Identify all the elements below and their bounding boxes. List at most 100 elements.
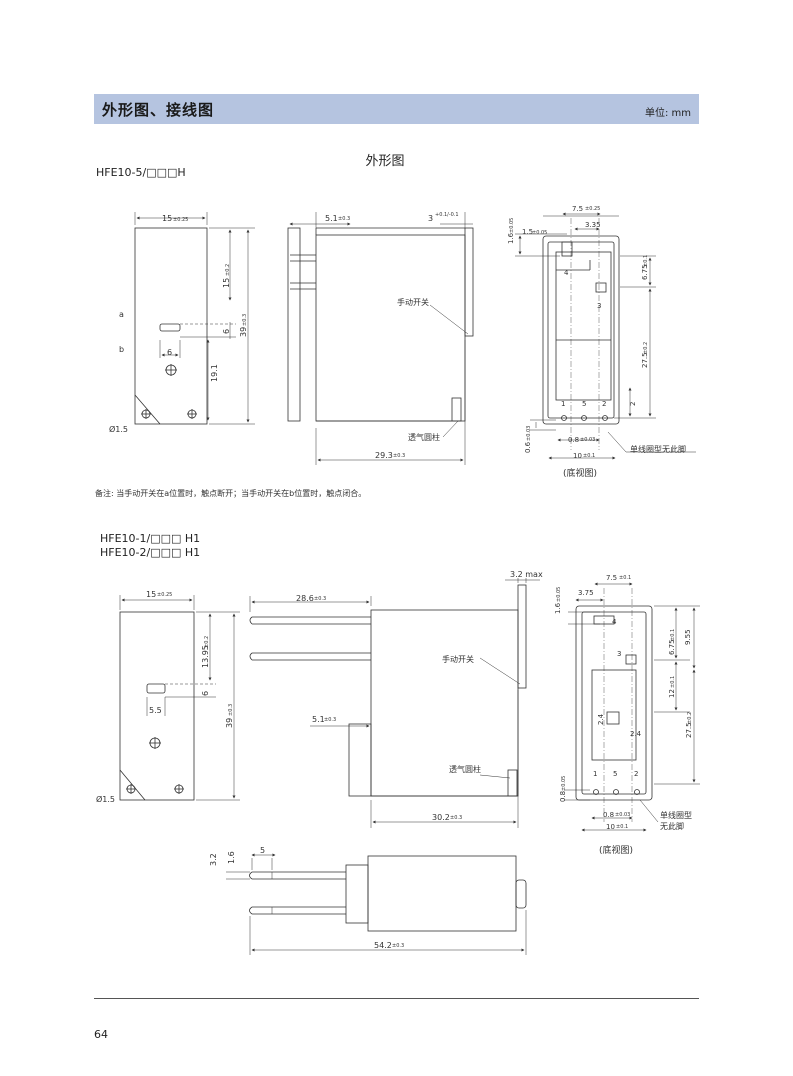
bottom-bottom-note-2: 无此脚 [660, 821, 684, 831]
bottom-side-view [249, 578, 540, 828]
unit-label: 单位: mm [644, 108, 691, 119]
top-front-pos-b: b [119, 345, 124, 354]
top-bottom-d7: 2 [629, 402, 637, 406]
top-bottom-view [515, 212, 696, 460]
top-bottom-d5-tol: ±0.1 [643, 255, 649, 267]
bottom-front-d1: 13.95 [201, 645, 210, 668]
bottom-bottom-pin-3: 3 [617, 650, 621, 658]
bottom-side-d1-tol: ±0.3 [324, 717, 336, 723]
top-bottom-note: 单线圈型无此脚 [630, 444, 686, 454]
bottom-side-length-top-tol: ±0.3 [314, 596, 326, 602]
top-side-length: 29.3 [375, 451, 393, 460]
top-front-d1: 15 [222, 278, 231, 288]
top-bottom-d9: 0.8 [568, 436, 579, 444]
top-side-switch: 手动开关 [397, 297, 429, 307]
bottom-side-length: 30.2 [432, 813, 450, 822]
top-bottom-pin-3: 3 [597, 302, 601, 310]
bottom-top-d2: 1.6 [227, 851, 236, 864]
top-side-d1-tol: ±0.3 [338, 216, 350, 222]
top-bottom-d3-tol: ±0.05 [532, 230, 547, 236]
bottom-bottom-pin-2: 2 [634, 770, 638, 778]
header-bar: 外形图、接线图 单位: mm [94, 94, 699, 124]
bottom-bottom-pin-5: 5 [613, 770, 617, 778]
top-bottom-caption: (底视图) [563, 467, 597, 479]
top-front-width-tol: ±0.25 [173, 217, 188, 223]
bottom-bottom-caption: (底视图) [599, 844, 633, 856]
bottom-front-view [119, 595, 240, 801]
top-bottom-pin-5: 5 [582, 400, 586, 408]
top-bottom-pin-1: 1 [561, 400, 565, 408]
bottom-bottom-d11-tol: ±0.03 [615, 812, 630, 818]
bottom-bottom-d3: 1.6 [554, 602, 562, 614]
bottom-bottom-d7-tol: ±0.2 [687, 712, 693, 724]
top-front-width: 15 [162, 214, 172, 223]
bottom-side-d1: 5.1 [312, 715, 325, 724]
bottom-bottom-d1-tol: ±0.1 [619, 575, 631, 581]
top-bottom-d9-tol: ±0.03 [580, 437, 595, 443]
bottom-side-length-top: 28.6 [296, 594, 314, 603]
bottom-bottom-d10: 0.8 [559, 791, 567, 802]
page-title: 外形图、接线图 [102, 101, 215, 119]
top-bottom-d8-tol: ±0.03 [526, 426, 532, 441]
top-bottom-d10-tol: ±0.1 [583, 453, 595, 459]
bottom-front-slot: 5.5 [149, 706, 162, 715]
footer-rule [94, 998, 699, 999]
bottom-bottom-view [564, 582, 700, 832]
bottom-bottom-pin-4: 4 [612, 618, 617, 626]
bottom-bottom-d10-tol: ±0.05 [561, 776, 567, 791]
bottom-side-switch: 手动开关 [442, 654, 474, 664]
bottom-bottom-d7: 27.5 [685, 722, 693, 738]
model-label-bottom-2: HFE10-2/□□□ H1 [100, 546, 201, 559]
bottom-bottom-d9: 2.4 [630, 730, 642, 738]
note-text: 备注: 当手动开关在a位置时，触点断开；当手动开关在b位置时，触点闭合。 [95, 489, 367, 498]
bottom-bottom-d12-tol: ±0.1 [616, 824, 628, 830]
model-label-bottom-1: HFE10-1/□□□ H1 [100, 532, 201, 545]
bottom-bottom-d4: 6.75 [668, 639, 676, 655]
top-front-d3: 19.1 [210, 364, 219, 382]
top-front-slot: 6 [167, 348, 172, 357]
bottom-bottom-d8: 2.4 [597, 713, 605, 725]
bottom-bottom-d6-tol: ±0.1 [670, 676, 676, 688]
model-label-top: HFE10-5/□□□H [96, 166, 186, 179]
bottom-front-d1-tol: ±0.2 [204, 636, 210, 648]
bottom-front-height: 39 [225, 718, 234, 728]
top-bottom-d8: 0.6 [524, 441, 532, 453]
top-bottom-d6-tol: ±0.2 [643, 342, 649, 354]
top-side-view [287, 212, 474, 465]
bottom-top-view [226, 853, 527, 955]
top-bottom-d1-tol: ±0.25 [585, 206, 600, 212]
top-bottom-d3: 1.5 [522, 228, 533, 236]
bottom-front-height-tol: ±0.3 [228, 704, 234, 716]
top-front-view [134, 212, 255, 425]
top-front-height-tol: ±0.3 [242, 314, 248, 326]
top-side-d1: 5.1 [325, 214, 338, 223]
bottom-top-length: 54.2 [374, 941, 392, 950]
top-front-d2: 6 [222, 329, 231, 334]
bottom-bottom-d11: 0.8 [603, 811, 614, 819]
bottom-side-vent: 透气圆柱 [449, 764, 481, 774]
bottom-side-length-tol: ±0.3 [450, 815, 462, 821]
top-bottom-d6: 27.5 [641, 352, 649, 368]
bottom-bottom-d1: 7.5 [606, 574, 617, 582]
bottom-bottom-d5: 9.55 [684, 629, 692, 645]
bottom-top-length-tol: ±0.3 [392, 943, 404, 949]
bottom-front-width-tol: ±0.25 [157, 592, 172, 598]
bottom-side-max: 3.2 max [510, 570, 543, 579]
bottom-front-hole: Ø1.5 [96, 794, 115, 804]
top-front-hole: Ø1.5 [109, 424, 128, 434]
top-bottom-pin-4: 4 [564, 269, 569, 277]
top-side-d2-tol: +0.1/-0.1 [435, 212, 459, 218]
top-front-d1-tol: ±0.2 [225, 264, 231, 276]
top-side-vent: 透气圆柱 [408, 432, 440, 442]
bottom-bottom-d12: 10 [606, 823, 615, 831]
bottom-front-d2: 6 [201, 691, 210, 696]
bottom-front-width: 15 [146, 590, 156, 599]
top-bottom-pin-2: 2 [602, 400, 606, 408]
bottom-bottom-d4-tol: ±0.1 [670, 629, 676, 641]
top-side-length-tol: ±0.3 [393, 453, 405, 459]
section-heading: 外形图 [365, 154, 405, 169]
top-front-height: 39 [239, 327, 248, 337]
top-side-d2: 3 [428, 214, 433, 223]
top-bottom-d10: 10 [573, 452, 582, 460]
